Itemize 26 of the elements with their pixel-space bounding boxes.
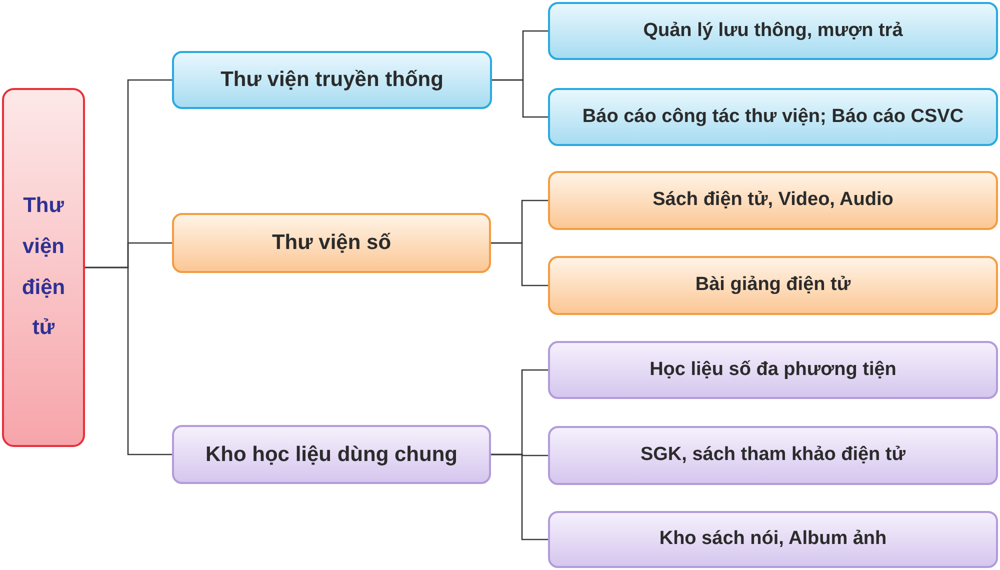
box-label: SGK, sách tham khảo điện tử	[640, 444, 906, 467]
connector-line	[492, 79, 548, 118]
connector-line	[491, 242, 548, 286]
box-label: Báo cáo công tác thư viện; Báo cáo CSVC	[582, 106, 964, 128]
topic-box	[172, 213, 491, 273]
root-box	[2, 88, 85, 447]
topic-box	[548, 256, 998, 315]
topic-box	[548, 426, 998, 485]
box-label: Thư viện truyền thống	[220, 67, 444, 93]
box-label: Bài giảng điện tử	[695, 274, 851, 297]
box-label: Kho sách nói, Album ảnh	[659, 528, 887, 551]
box-label: Kho học liệu dùng chung	[206, 442, 458, 468]
box-label: Thư viện số	[272, 230, 392, 256]
topic-box	[172, 51, 492, 109]
box-label: Học liệu số đa phương tiện	[650, 358, 896, 382]
connector-line	[85, 266, 172, 456]
topic-box	[172, 425, 491, 484]
topic-box	[548, 341, 998, 399]
topic-box	[548, 511, 998, 568]
box-label: Sách điện tử, Video, Audio	[652, 189, 894, 212]
topic-box	[548, 88, 998, 146]
topic-box	[548, 2, 998, 60]
topic-box	[548, 171, 998, 230]
box-label: Quản lý lưu thông, mượn trả	[643, 20, 903, 42]
connector-line	[491, 454, 548, 540]
box-label: Thư viện điện tử	[20, 192, 66, 342]
